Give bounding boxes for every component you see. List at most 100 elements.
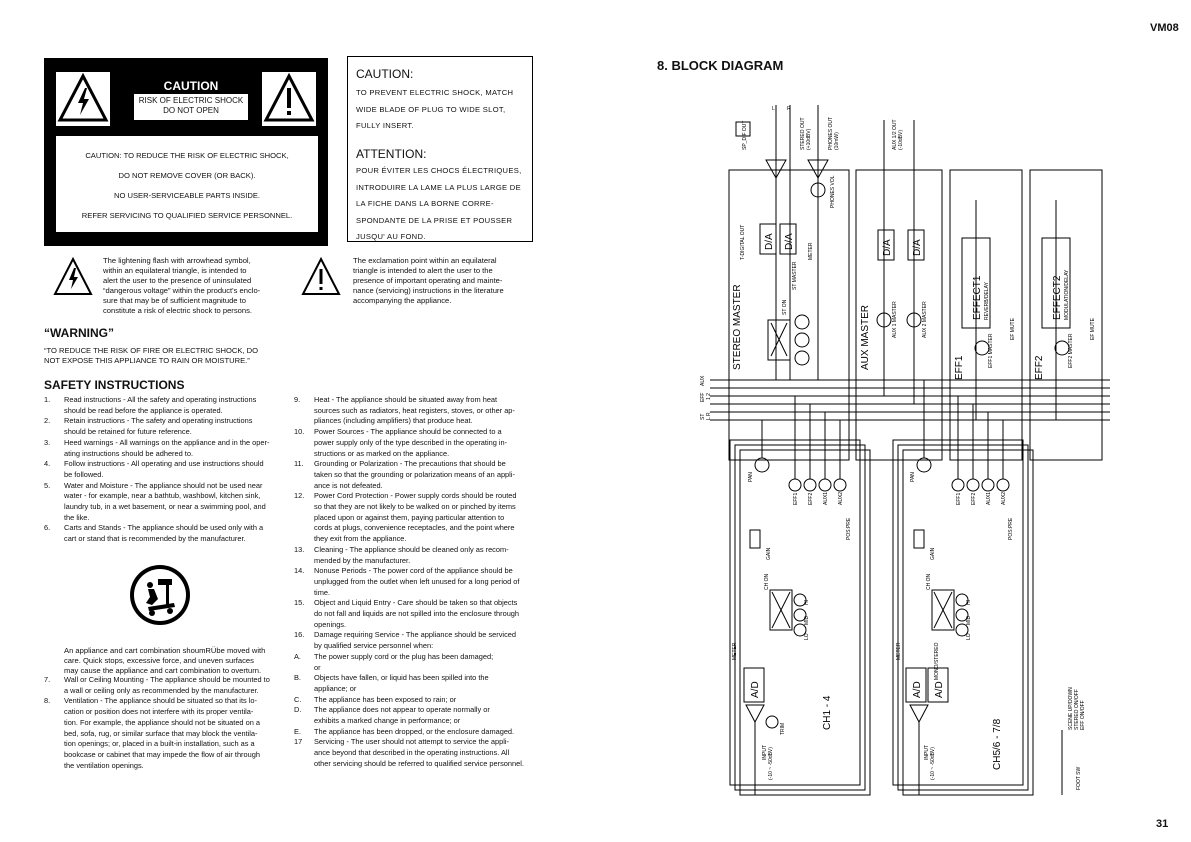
- safety-item-line: laundry tub, in a wet basement, or near …: [64, 502, 266, 511]
- bus-12-label: 1 2: [706, 393, 712, 400]
- attention-line: INTRODUIRE LA LAME LA PLUS LARGE DE: [356, 182, 521, 192]
- eff1-send-label: EFF1: [956, 493, 962, 505]
- safety-title: SAFETY INSTRUCTIONS: [44, 378, 185, 392]
- safety-item-number: 8.: [44, 696, 51, 706]
- foot-sw-func: EFF ON/OFF: [1080, 700, 1086, 730]
- note-line: nance (servicing) instructions in the li…: [353, 286, 504, 295]
- safety-item-line: Power Cord Protection - Power supply cor…: [314, 491, 517, 501]
- safety-item-line: cart or stand that is recommended by the…: [64, 534, 246, 544]
- attention-line: JUSQU' AU FOND.: [356, 232, 426, 241]
- shock-triangle-icon: [56, 72, 110, 126]
- attention-line: POUR ÉVITER LES CHOCS ÉLECTRIQUES,: [356, 166, 522, 175]
- aux-out-label: AUX 1/2 OUT: [892, 119, 898, 150]
- safety-item-line: Read instructions - All the safety and o…: [64, 395, 257, 404]
- effect1-sub: REVERB/DELAY: [984, 281, 990, 320]
- note-line: triangle is intended to alert the user t…: [353, 266, 493, 275]
- safety-item-line: Object and Liquid Entry - Care should be…: [314, 598, 518, 608]
- cart-note-line: may cause the appliance and cart combina…: [64, 666, 262, 675]
- safety-item-line: the ventilation openings.: [64, 760, 144, 770]
- note-line: The lightening flash with arrowhead symb…: [103, 256, 251, 265]
- safety-item-number: 3.: [44, 437, 51, 447]
- caution-text-panel: [56, 136, 318, 232]
- bus-eff-label: EFF: [700, 393, 706, 402]
- pos-pre-label: POS:PRE: [846, 517, 852, 540]
- eq-lo-label: LO: [804, 633, 810, 640]
- caution-title: CAUTION: [134, 78, 248, 94]
- phones-out-level: (10mW): [834, 132, 840, 150]
- flash-symbol-icon: [52, 256, 94, 303]
- caution-notice-line: FULLY INSERT.: [356, 121, 414, 130]
- safety-item-number: 9.: [294, 395, 301, 404]
- note-line: within an equilateral triangle, is inten…: [103, 266, 247, 275]
- pos-pre-label: POS:PRE: [1008, 517, 1014, 540]
- safety-item-number: 4.: [44, 459, 51, 469]
- gain-label: GAIN: [766, 547, 772, 560]
- safety-item-line: tion. For example, the appliance should …: [64, 717, 260, 727]
- safety-item-number: 2.: [44, 416, 51, 426]
- safety-item-number: 6.: [44, 523, 51, 533]
- note-line: The exclamation point within an equilate…: [353, 256, 497, 265]
- safety-item-line: they exit from the appliance.: [314, 534, 407, 544]
- attention-title: ATTENTION:: [356, 147, 427, 161]
- safety-item-line: do not fall and liquids are not spilled …: [314, 609, 520, 618]
- effect1-label: EFFECT1: [972, 275, 983, 320]
- eff2-master-label: EFF2 MASTER: [1068, 333, 1074, 368]
- safety-item-line: The power supply cord or the plug has be…: [314, 651, 494, 661]
- caution-line: DO NOT REMOVE COVER (OR BACK).: [118, 171, 256, 180]
- safety-item-number: 17: [294, 737, 303, 747]
- cart-warning-icon: [128, 563, 192, 632]
- safety-item-number: 15.: [294, 598, 305, 608]
- flash-symbol-note: The lightening flash with arrowhead symb…: [103, 256, 281, 316]
- eq-hi-label: HI: [966, 600, 972, 605]
- aux2-send-label: AUX2: [838, 492, 844, 505]
- stereo-out-level: (+10dBV): [806, 128, 812, 150]
- caution-notice-box: CAUTION: TO PREVENT ELECTRIC SHOCK, MATC…: [347, 56, 533, 242]
- warning-line: “TO REDUCE THE RISK OF FIRE OR ELECTRIC …: [44, 346, 259, 355]
- caution-line: REFER SERVICING TO QUALIFIED SERVICE PER…: [81, 211, 293, 220]
- safety-item-number: B.: [294, 673, 301, 683]
- safety-item-number: 11.: [294, 459, 304, 469]
- da-block-label: D/A: [764, 233, 775, 250]
- note-line: alert the user to the presence of uninsu…: [103, 276, 252, 285]
- pan-label: PAN: [910, 472, 916, 482]
- stereo-master-label: STEREO MASTER: [732, 284, 743, 370]
- caution-notice-line: TO PREVENT ELECTRIC SHOCK, MATCH: [356, 88, 514, 97]
- safety-item-number: 13.: [294, 544, 305, 554]
- spdif-label: SP_DIF OUT: [742, 121, 748, 150]
- safety-item-line: taken so that the grounding or polarizat…: [314, 469, 515, 479]
- attention-text: POUR ÉVITER LES CHOCS ÉLECTRIQUES, INTRO…: [356, 163, 531, 246]
- safety-item-line: bed, sofa, rug, or similar surface that …: [64, 728, 258, 738]
- l-label: L: [772, 106, 775, 112]
- safety-item-line: a wall or ceiling only as recommended by…: [64, 685, 259, 695]
- safety-item-number: D.: [294, 705, 302, 715]
- safety-item-line: Power Sources - The appliance should be …: [314, 427, 502, 437]
- aux2-master-label: AUX 2 MASTER: [922, 301, 928, 338]
- bus-aux-label: AUX: [700, 375, 706, 386]
- safety-item-line: Objects have fallen, or liquid has been …: [314, 673, 489, 683]
- safety-item-line: Wall or Ceiling Mounting - The appliance…: [64, 675, 270, 684]
- safety-item-line: bookcase or cabinet that may impede the …: [64, 749, 260, 759]
- eq-mid-label: MID: [966, 615, 972, 625]
- safety-item-line: water - for example, near a bathtub, was…: [64, 491, 261, 501]
- safety-item-line: Ventilation - The appliance should be si…: [64, 696, 257, 706]
- caution-notice-title: CAUTION:: [356, 67, 414, 81]
- safety-item-line: or: [314, 662, 321, 672]
- safety-item-line: by qualified service personnel when:: [314, 641, 434, 651]
- ch-on-label: CH ON: [764, 574, 770, 591]
- exclamation-symbol-note: The exclamation point within an equilate…: [353, 256, 533, 306]
- pan-label: PAN: [748, 472, 754, 482]
- safety-item-line: ance beyond that described in the operat…: [314, 748, 510, 758]
- caution-notice-text: TO PREVENT ELECTRIC SHOCK, MATCH WIDE BL…: [356, 85, 531, 135]
- st-master-label: ST MASTER: [792, 261, 798, 290]
- safety-item-line: tion openings; or, placed in a built-in …: [64, 739, 255, 749]
- note-line: “dangerous voltage” within the product's…: [103, 286, 261, 295]
- warning-title: “WARNING”: [44, 326, 114, 340]
- safety-item-line: Carts and Stands - The appliance should …: [64, 523, 264, 533]
- safety-item-line: be followed.: [64, 469, 104, 479]
- caution-subtitle: RISK OF ELECTRIC SHOCK DO NOT OPEN: [134, 96, 248, 116]
- aux-master-label: AUX MASTER: [860, 305, 871, 370]
- attention-line: LA FICHE DANS LA BORNE CORRE-: [356, 199, 494, 208]
- safety-item-line: structions or as marked on the appliance…: [314, 448, 450, 458]
- safety-item-line: exhibits a marked change in performance;…: [314, 716, 461, 725]
- safety-item-line: Nonuse Periods - The power cord of the a…: [314, 566, 513, 576]
